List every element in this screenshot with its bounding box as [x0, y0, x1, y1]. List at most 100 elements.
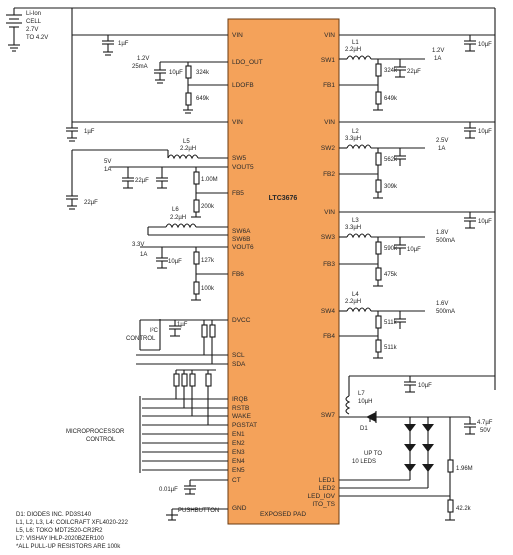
pin-led1: LED1 — [319, 477, 336, 484]
cap-1uf-top-label: 1µF — [118, 41, 129, 47]
buck2 — [339, 144, 425, 199]
r-324k-label: 324k — [196, 70, 210, 76]
note-2: L1, L2, L3, L4: COILCRAFT XFL4020-222 — [16, 520, 129, 526]
note-4: L7: VISHAY IHLP-2020BZER100 — [16, 536, 104, 542]
out1-voltage: 1.2V — [432, 48, 444, 54]
note-1: D1: DIODES INC. PD3S140 — [16, 512, 92, 518]
boost-output-5v — [110, 166, 228, 218]
pin-en1: EN1 — [232, 431, 245, 438]
l1-value: 2.2µH — [345, 47, 361, 53]
cap-22uf-b-label: 22µF — [407, 69, 421, 75]
ic-left-pins: VIN LDO_OUT LDOFB VIN SW5 VOUT5 FB5 SW6A… — [232, 32, 263, 512]
pin-sw1: SW1 — [321, 57, 335, 64]
out6-current: 1A — [140, 252, 147, 258]
pin-ito-ts: ITO_TS — [312, 501, 335, 508]
pin-sw5: SW5 — [232, 155, 246, 162]
ic-body — [227, 18, 340, 525]
cap-10uf-led-label: 10µF — [418, 383, 432, 389]
cap-vin-r1-label: 10µF — [478, 42, 492, 48]
pin-vin-r2: VIN — [324, 119, 335, 126]
led-count-bottom: 10 LEDS — [352, 459, 376, 465]
inductor-l5 — [167, 150, 228, 160]
out5-voltage: 5V — [104, 159, 111, 165]
buck3 — [339, 233, 425, 287]
pin-vin-l1: VIN — [232, 32, 243, 39]
pin-en4: EN4 — [232, 458, 245, 465]
pin-sw6b: SW6B — [232, 236, 250, 243]
cap-47uf-voltage: 50V — [480, 428, 491, 434]
l3-value: 3.3µH — [345, 225, 361, 231]
cap-47uf-label: 4.7µF — [477, 420, 493, 426]
pin-scl: SCL — [232, 352, 245, 359]
micro-label-top: MICROPROCESSOR — [66, 429, 125, 435]
cap-ct-label: 0.01µF — [159, 487, 178, 493]
led-count-top: UP TO — [364, 451, 382, 457]
battery-label-3: 2.7V — [26, 27, 38, 33]
pushbutton-label: PUSHBUTTON — [178, 508, 219, 514]
i2c-section — [136, 319, 228, 365]
micro-control-bus — [139, 396, 228, 473]
out1-current: 1A — [434, 56, 441, 62]
footnotes: D1: DIODES INC. PD3S140 L1, L2, L3, L4: … — [16, 512, 129, 550]
pin-fb5: FB5 — [232, 190, 244, 197]
pin-sw4: SW4 — [321, 308, 335, 315]
cap-10uf-b3-label: 10µF — [407, 247, 421, 253]
out2-current: 1A — [438, 146, 445, 152]
d1-label: D1 — [360, 426, 368, 432]
buck1 — [339, 55, 425, 111]
pin-en3: EN3 — [232, 449, 245, 456]
r-1-96m-label: 1.96M — [456, 466, 473, 472]
battery-label-2: CELL — [26, 19, 42, 25]
l5-value: 2.2µH — [180, 146, 196, 152]
battery-label-1: Li-Ion — [26, 11, 41, 17]
pin-en2: EN2 — [232, 440, 245, 447]
ldo-voltage: 1.2V — [137, 56, 149, 62]
l7-name: L7 — [358, 391, 365, 397]
pin-fb6: FB6 — [232, 271, 244, 278]
l5-name: L5 — [183, 139, 190, 145]
out4-voltage: 1.6V — [436, 301, 448, 307]
l7-value: 10µH — [358, 399, 372, 405]
out3-voltage: 1.8V — [436, 230, 448, 236]
r-649k-label: 649k — [196, 96, 210, 102]
led-boost — [339, 375, 495, 521]
pin-vout5: VOUT5 — [232, 164, 254, 171]
pin-fb3: FB3 — [323, 261, 335, 268]
i2c-label-bottom: CONTROL — [126, 336, 156, 342]
ldo-current: 25mA — [132, 64, 148, 70]
pin-sw6a: SW6A — [232, 228, 251, 235]
pin-led2: LED2 — [319, 485, 336, 492]
battery — [6, 8, 22, 52]
note-5: *ALL PULL-UP RESISTORS ARE 100k — [16, 544, 121, 550]
supply-rail — [14, 7, 496, 390]
cap-1uf-vin2-label: 1µF — [84, 129, 95, 135]
pin-fb4: FB4 — [323, 333, 335, 340]
battery-label-4: TO 4.2V — [26, 35, 48, 41]
buck4 — [339, 307, 425, 359]
cap-22uf-left — [66, 149, 168, 210]
r-475k-label: 475k — [384, 272, 398, 278]
note-3: L5, L6: TOKO MDT2520-CR2R2 — [16, 528, 103, 534]
l3-name: L3 — [352, 218, 359, 224]
cap-10uf-3v3-label: 10µF — [168, 259, 182, 265]
out4-current: 500mA — [436, 309, 455, 315]
cap-1uf-vin2 — [66, 122, 78, 142]
cap-vin-r2-label: 10µF — [478, 129, 492, 135]
pin-sw7: SW7 — [321, 412, 335, 419]
pin-gnd: GND — [232, 505, 247, 512]
pin-fb2: FB2 — [323, 171, 335, 178]
l4-value: 2.2µH — [345, 299, 361, 305]
ldo-output — [154, 61, 228, 114]
pin-ldofb: LDOFB — [232, 82, 254, 89]
pin-vout6: VOUT6 — [232, 244, 254, 251]
pin-irqb: IRQB — [232, 396, 248, 403]
pin-vin-r1: VIN — [324, 32, 335, 39]
pin-ct: CT — [232, 477, 241, 484]
r-309k-label: 309k — [384, 184, 398, 190]
r-562k-label: 562k — [384, 157, 398, 163]
r-511k-b-label: 511k — [384, 345, 398, 351]
pin-dvcc: DVCC — [232, 317, 251, 324]
r-200k-label: 200k — [201, 204, 215, 210]
